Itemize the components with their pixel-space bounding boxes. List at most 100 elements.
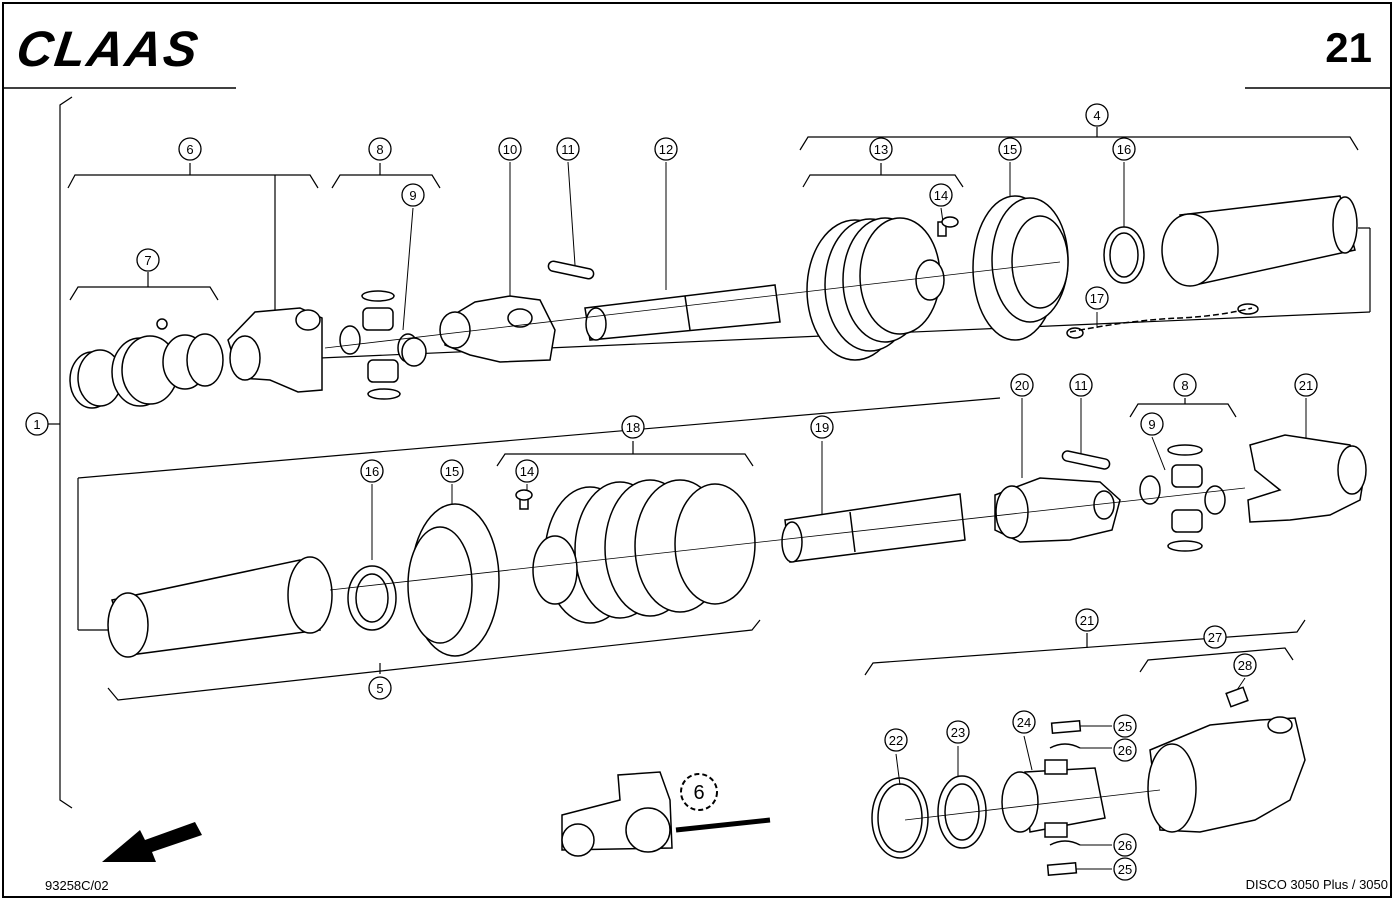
callout-circle xyxy=(401,183,425,207)
gear-label: 6 xyxy=(693,782,704,804)
callout-circle xyxy=(929,183,953,207)
callout-11: 11 xyxy=(556,137,580,161)
callout-circle xyxy=(498,137,522,161)
callout-circle xyxy=(515,459,539,483)
callout-10: 10 xyxy=(498,137,522,161)
gear-icon: 6 xyxy=(680,773,718,811)
callout-circle xyxy=(440,459,464,483)
part-11-pin-upper xyxy=(547,260,595,280)
callout-label: 14 xyxy=(934,188,948,203)
callout-label: 9 xyxy=(409,188,416,203)
callout-circle xyxy=(1085,103,1109,127)
callout-label: 13 xyxy=(874,142,888,157)
callout-label: 4 xyxy=(1093,108,1100,123)
callout-21: 21 xyxy=(1294,373,1318,397)
callout-circle xyxy=(1069,373,1093,397)
callout-9: 9 xyxy=(401,183,425,207)
callout-label: 17 xyxy=(1090,291,1104,306)
callout-5: 5 xyxy=(368,676,392,700)
callout-label: 27 xyxy=(1208,630,1222,645)
callout-16: 16 xyxy=(360,459,384,483)
part-18-bellows xyxy=(532,479,756,624)
callout-label: 11 xyxy=(1074,378,1088,393)
callout-label: 20 xyxy=(1015,378,1029,393)
callout-27: 27 xyxy=(1203,625,1227,649)
callout-label: 24 xyxy=(1017,715,1031,730)
part-17-chain xyxy=(1066,303,1259,339)
part-14-screw-upper xyxy=(937,216,959,237)
assembly-bracket-1 xyxy=(48,96,73,809)
callout-15: 15 xyxy=(998,137,1022,161)
callout-label: 16 xyxy=(365,464,379,479)
callout-label: 21 xyxy=(1080,613,1094,628)
callout-label: 14 xyxy=(520,464,534,479)
callout-11: 11 xyxy=(1069,373,1093,397)
callout-17: 17 xyxy=(1085,286,1109,310)
callout-14: 14 xyxy=(929,183,953,207)
callout-label: 26 xyxy=(1118,743,1132,758)
callout-circle xyxy=(136,248,160,272)
part-4-outer-tube xyxy=(1161,195,1358,287)
callout-circle xyxy=(1203,625,1227,649)
callout-12: 12 xyxy=(654,137,678,161)
callout-label: 15 xyxy=(1003,142,1017,157)
callout-circle xyxy=(810,415,834,439)
model-name: DISCO 3050 Plus / 3050 xyxy=(1246,877,1388,892)
callout-28: 28 xyxy=(1233,653,1257,677)
callout-circle xyxy=(360,459,384,483)
tractor-icon xyxy=(561,771,771,857)
callout-13: 13 xyxy=(869,137,893,161)
callout-label: 1 xyxy=(33,417,40,432)
callout-19: 19 xyxy=(810,415,834,439)
callout-6: 6 xyxy=(178,137,202,161)
callout-label: 7 xyxy=(144,253,151,268)
callout-8: 8 xyxy=(1173,373,1197,397)
callout-24: 24 xyxy=(1012,710,1036,734)
callout-circle xyxy=(869,137,893,161)
callout-18: 18 xyxy=(621,415,645,439)
page-number: 21 xyxy=(1325,24,1372,71)
callout-circle xyxy=(1173,373,1197,397)
callout-circle xyxy=(1112,137,1136,161)
callout-label: 22 xyxy=(889,733,903,748)
callout-label: 28 xyxy=(1238,658,1252,673)
part-15-cone-upper xyxy=(972,195,1069,341)
drawing-code: 93258C/02 xyxy=(45,878,109,893)
callout-label: 18 xyxy=(626,420,640,435)
callout-label: 8 xyxy=(1181,378,1188,393)
callout-label: 8 xyxy=(376,142,383,157)
callout-label: 21 xyxy=(1299,378,1313,393)
part-25-keys xyxy=(1046,719,1082,877)
callout-label: 26 xyxy=(1118,838,1132,853)
callout-16: 16 xyxy=(1112,137,1136,161)
callout-circle xyxy=(884,728,908,752)
callout-circle xyxy=(998,137,1022,161)
part-21-yoke xyxy=(1247,434,1367,523)
part-11-pin-lower xyxy=(1061,450,1111,470)
callout-circle xyxy=(1085,286,1109,310)
part-10-yoke xyxy=(439,295,556,363)
callout-circle xyxy=(1075,608,1099,632)
direction-arrow-icon xyxy=(102,822,202,862)
callout-circle xyxy=(1113,738,1137,762)
callout-label: 15 xyxy=(445,464,459,479)
part-16-ring-upper xyxy=(1103,226,1145,284)
callout-circle xyxy=(946,720,970,744)
callout-circle xyxy=(1294,373,1318,397)
part-23-washer xyxy=(937,775,987,849)
callout-20: 20 xyxy=(1010,373,1034,397)
axis-lines xyxy=(324,261,1246,821)
callout-label: 25 xyxy=(1118,719,1132,734)
callout-circle xyxy=(1113,714,1137,738)
callout-circle xyxy=(1113,857,1137,881)
part-12-tube xyxy=(584,284,781,341)
callout-label: 5 xyxy=(376,681,383,696)
callout-circle xyxy=(556,137,580,161)
bracket-lines xyxy=(67,127,1359,701)
callout-26: 26 xyxy=(1113,738,1137,762)
callout-circle xyxy=(178,137,202,161)
callout-26: 26 xyxy=(1113,833,1137,857)
callout-circle xyxy=(368,676,392,700)
